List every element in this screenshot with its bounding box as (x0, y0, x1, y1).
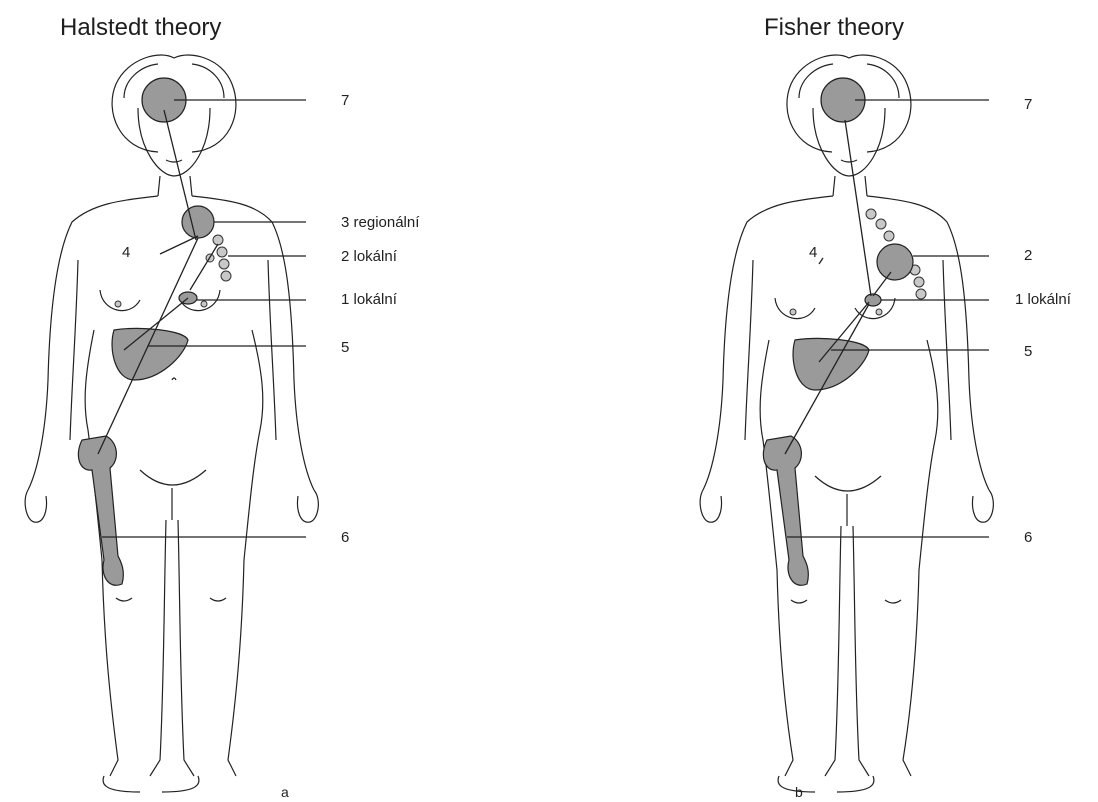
label-4: 4 (809, 244, 817, 261)
body-illustration (0, 0, 549, 802)
regional-node-icon (182, 206, 214, 238)
label-2: 2 lokální (341, 248, 397, 265)
liver-metastasis-icon (793, 338, 869, 390)
label-7: 7 (1024, 96, 1032, 113)
label-5: 5 (341, 339, 349, 356)
label-4: 4 (122, 244, 130, 261)
label-6: 6 (341, 529, 349, 546)
femur-metastasis-icon (763, 436, 808, 585)
femur-metastasis-icon (78, 436, 123, 585)
label-5: 5 (1024, 343, 1032, 360)
liver-metastasis-icon (112, 328, 188, 380)
panel-fisher: Fisher theory (549, 0, 1098, 802)
body-illustration (549, 0, 1098, 802)
label-7: 7 (341, 92, 349, 109)
label-3: 3 regionální (341, 214, 419, 231)
label-2: 2 (1024, 247, 1032, 264)
node-metastasis-icon (877, 244, 913, 280)
panel-sublabel: a (281, 784, 289, 800)
panel-sublabel: b (795, 784, 803, 800)
label-6: 6 (1024, 529, 1032, 546)
label-1: 1 lokální (341, 291, 397, 308)
label-1: 1 lokální (1015, 291, 1071, 308)
panel-halstedt: Halstedt theory (0, 0, 549, 802)
